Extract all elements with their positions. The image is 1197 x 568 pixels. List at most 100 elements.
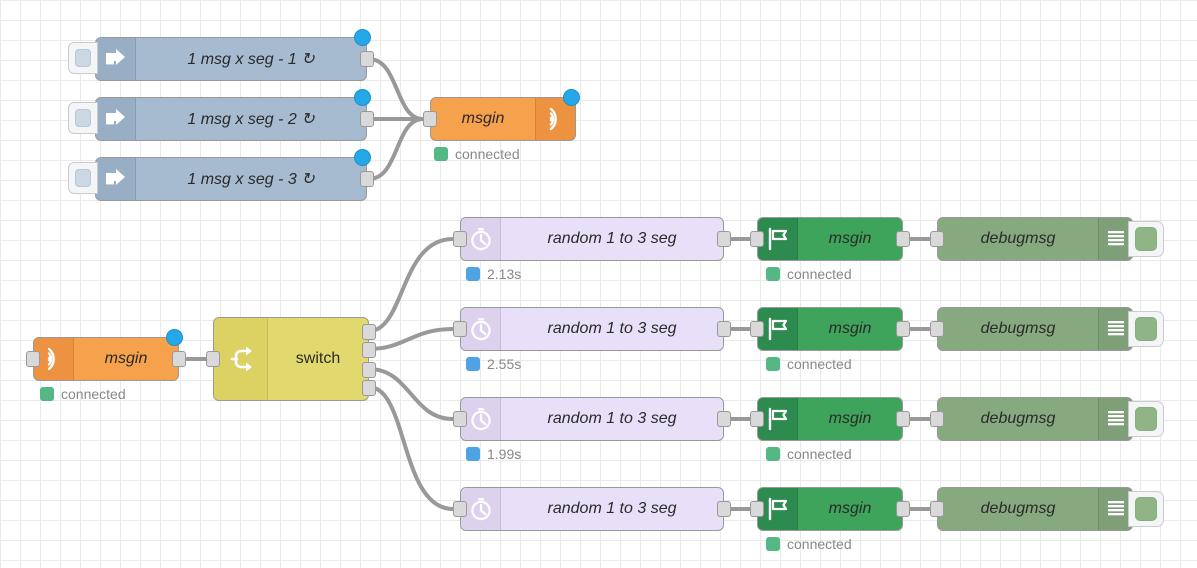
input-port[interactable]	[453, 231, 467, 247]
inject-button-2[interactable]	[68, 102, 98, 134]
output-port-3[interactable]	[362, 362, 376, 378]
debug-toggle-button-1[interactable]	[1128, 221, 1164, 257]
node-delay-3[interactable]: random 1 to 3 seg	[453, 397, 731, 441]
debug-toggle-button-2[interactable]	[1128, 311, 1164, 347]
status-text: 2.13s	[487, 266, 522, 282]
output-port[interactable]	[360, 171, 374, 187]
status-square-blue	[466, 357, 480, 371]
node-debug-2[interactable]: debugmsg	[930, 307, 1164, 351]
node-delay-2[interactable]: random 1 to 3 seg	[453, 307, 731, 351]
clock-icon-svg	[470, 408, 491, 431]
clock-icon-svg	[470, 318, 491, 341]
clock-icon	[461, 488, 501, 530]
node-inject-1[interactable]: 1 msg x seg - 1 ↻	[68, 29, 374, 81]
output-port[interactable]	[172, 351, 186, 367]
status-text: connected	[787, 266, 852, 282]
node-debug-4[interactable]: debugmsg	[930, 487, 1164, 531]
node-switch[interactable]: switch	[206, 317, 376, 401]
inject-label-2: 1 msg x seg - 2 ↻	[187, 111, 315, 128]
input-port[interactable]	[206, 351, 220, 367]
inject-button-glyph	[75, 109, 91, 127]
status-square-connected	[766, 267, 780, 281]
debug-toggle-button-3[interactable]	[1128, 401, 1164, 437]
output-port[interactable]	[717, 501, 731, 517]
mqtt-wifi-icon-svg	[47, 347, 55, 371]
inject-button-1[interactable]	[68, 42, 98, 74]
input-port[interactable]	[26, 351, 40, 367]
node-debug-1[interactable]: debugmsg	[930, 217, 1164, 261]
debug-list-icon-svg	[1107, 501, 1124, 516]
node-mqtt-green-1[interactable]: msgin	[750, 217, 910, 261]
output-port[interactable]	[896, 231, 910, 247]
mqtt-green-label-4: msgin	[828, 500, 872, 517]
node-inject-3[interactable]: 1 msg x seg - 3 ↻	[68, 149, 374, 201]
input-port[interactable]	[750, 231, 764, 247]
input-port[interactable]	[930, 321, 944, 337]
switch-label: switch	[295, 350, 341, 367]
mqtt-wifi-icon	[34, 338, 74, 380]
status-mqtt-in-left: connected	[40, 386, 126, 402]
debug-toggle-glyph	[1135, 497, 1157, 521]
status-mqtt-green-3: connected	[766, 446, 852, 462]
mqtt-in-left-label: msgin	[104, 350, 148, 367]
debug-list-icon	[1098, 488, 1132, 530]
status-delay-3: 1.99s	[466, 446, 521, 462]
output-port[interactable]	[360, 111, 374, 127]
debug-list-icon-svg	[1107, 231, 1124, 246]
status-mqtt-green-2: connected	[766, 356, 852, 372]
node-mqtt-out-top[interactable]: msgin	[423, 89, 580, 141]
input-port[interactable]	[930, 231, 944, 247]
output-port[interactable]	[896, 321, 910, 337]
clock-icon-svg	[470, 498, 491, 521]
node-inject-2[interactable]: 1 msg x seg - 2 ↻	[68, 89, 374, 141]
output-port[interactable]	[360, 51, 374, 67]
delay-label-4: random 1 to 3 seg	[547, 500, 677, 517]
input-port[interactable]	[750, 321, 764, 337]
flag-icon	[758, 308, 798, 350]
status-mqtt-green-4: connected	[766, 536, 852, 552]
node-delay-4[interactable]: random 1 to 3 seg	[453, 487, 731, 531]
input-port[interactable]	[930, 411, 944, 427]
mqtt-out-top-label: msgin	[461, 110, 505, 127]
debug-list-icon-svg	[1107, 321, 1124, 336]
flag-icon-svg	[768, 407, 787, 431]
status-square-blue	[466, 447, 480, 461]
input-port[interactable]	[750, 411, 764, 427]
output-port[interactable]	[717, 321, 731, 337]
node-mqtt-in-left[interactable]: msgin	[26, 329, 186, 381]
node-debug-3[interactable]: debugmsg	[930, 397, 1164, 441]
inject-arrow-icon	[96, 38, 136, 80]
delay-label-1: random 1 to 3 seg	[547, 230, 677, 247]
mqtt-green-label-3: msgin	[828, 410, 872, 427]
inject-arrow-icon-svg	[105, 169, 125, 185]
inject-arrow-icon	[96, 158, 136, 200]
input-port[interactable]	[453, 501, 467, 517]
debug-toggle-glyph	[1135, 317, 1157, 341]
input-port[interactable]	[750, 501, 764, 517]
output-port[interactable]	[896, 411, 910, 427]
output-port-4[interactable]	[362, 380, 376, 396]
inject-label-3: 1 msg x seg - 3 ↻	[187, 171, 315, 188]
node-mqtt-green-2[interactable]: msgin	[750, 307, 910, 351]
debug-toggle-button-4[interactable]	[1128, 491, 1164, 527]
debug-label-4: debugmsg	[980, 500, 1056, 517]
node-delay-1[interactable]: random 1 to 3 seg	[453, 217, 731, 261]
output-port[interactable]	[717, 231, 731, 247]
input-port[interactable]	[453, 321, 467, 337]
input-port[interactable]	[423, 111, 437, 127]
status-text: 1.99s	[487, 446, 522, 462]
inject-button-3[interactable]	[68, 162, 98, 194]
output-port[interactable]	[896, 501, 910, 517]
node-mqtt-green-3[interactable]: msgin	[750, 397, 910, 441]
status-dot-blue	[354, 29, 371, 46]
input-port[interactable]	[930, 501, 944, 517]
node-mqtt-green-4[interactable]: msgin	[750, 487, 910, 531]
input-port[interactable]	[453, 411, 467, 427]
output-port[interactable]	[717, 411, 731, 427]
status-square-connected	[434, 147, 448, 161]
output-port-2[interactable]	[362, 342, 376, 358]
output-port-1[interactable]	[362, 324, 376, 340]
inject-label-1: 1 msg x seg - 1 ↻	[187, 51, 315, 68]
